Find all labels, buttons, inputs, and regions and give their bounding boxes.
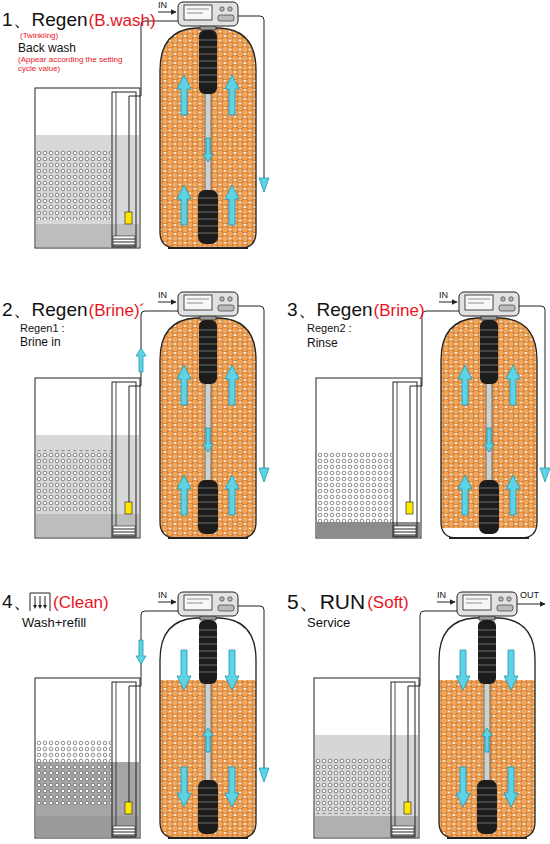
blink-note: (Twinkling)	[20, 32, 58, 41]
step-sub: Regen2 :	[307, 322, 352, 334]
flow-arrow	[177, 650, 191, 690]
step-mode: (B.wash)	[89, 12, 156, 31]
clean-icon	[30, 593, 50, 611]
step-title: 1、Regen	[2, 10, 88, 31]
flow-arrow	[456, 767, 470, 807]
flow-arrow	[225, 767, 239, 807]
step-mode: (Brine)	[374, 302, 425, 321]
control-valve	[160, 2, 256, 248]
flow-arrow	[458, 365, 472, 405]
control-valve	[441, 292, 537, 538]
salt-bed	[36, 450, 111, 512]
flow-arrow	[482, 728, 492, 752]
salt-bed	[36, 740, 111, 805]
flow-arrow	[506, 365, 520, 405]
inlet-label: IN	[158, 1, 167, 11]
brine-water	[36, 435, 139, 537]
flow-arrow	[458, 475, 472, 515]
flow-arrow	[506, 475, 520, 515]
step-title: 5、RUN	[287, 590, 365, 613]
salt-bed	[315, 758, 390, 814]
flow-arrow	[456, 650, 470, 690]
brine-well	[393, 382, 417, 537]
brine-well	[391, 682, 415, 837]
step-title: 3、Regen	[287, 300, 373, 321]
brine-tank	[316, 378, 421, 538]
inlet-label: IN	[158, 591, 167, 601]
brine-in-panel	[35, 292, 269, 538]
step-name: Back wash	[18, 42, 76, 55]
step-mode: (Brine)´	[89, 302, 146, 321]
step-name: Rinse	[307, 337, 338, 350]
brine-water	[315, 735, 418, 837]
flow-arrow	[177, 75, 191, 115]
brine-well	[112, 682, 136, 837]
flow-arrow	[225, 185, 239, 225]
step-name: Service	[307, 616, 350, 630]
flow-arrow	[177, 185, 191, 225]
inlet-label: IN	[158, 291, 167, 301]
brine-tank	[314, 678, 419, 838]
flow-arrow	[136, 640, 146, 664]
flow-arrow	[203, 728, 213, 752]
step-name: Wash+refill	[22, 616, 86, 630]
brine-well	[112, 92, 136, 247]
step-sub: Regen1 :	[20, 322, 65, 334]
backwash-panel	[35, 2, 269, 248]
flow-arrow	[177, 767, 191, 807]
flow-arrow	[225, 650, 239, 690]
brine-tank	[35, 88, 140, 248]
flow-arrow	[504, 767, 518, 807]
inlet-label: IN	[439, 291, 448, 301]
flow-arrow	[504, 650, 518, 690]
inlet-label: IN	[437, 591, 446, 601]
salt-bed	[36, 150, 111, 220]
flow-arrow	[177, 365, 191, 405]
cycle-note: (Appear according the setting cycle valu…	[18, 56, 130, 74]
outlet-label: OUT	[520, 591, 539, 601]
step-mode: (Soft)	[367, 594, 409, 613]
flow-arrow	[225, 75, 239, 115]
brine-tank	[35, 678, 140, 838]
outlet-pipe	[517, 604, 545, 605]
flow-arrow	[136, 348, 146, 372]
flow-arrow	[203, 138, 213, 162]
control-valve	[439, 592, 535, 838]
control-valve	[160, 292, 256, 538]
flow-arrow	[484, 428, 494, 452]
control-valve	[160, 592, 256, 838]
step-mode: (Clean)	[53, 594, 109, 613]
step-name: Brine in	[20, 336, 61, 349]
flow-arrow	[225, 475, 239, 515]
brine-tank	[35, 378, 140, 538]
step-title: 2、Regen	[2, 300, 88, 321]
flow-arrow	[225, 365, 239, 405]
brine-well	[112, 382, 136, 537]
step-title: 4、	[2, 592, 32, 613]
brine-water	[36, 135, 139, 247]
flow-arrow	[203, 428, 213, 452]
salt-bed	[317, 452, 392, 522]
flow-arrow	[177, 475, 191, 515]
